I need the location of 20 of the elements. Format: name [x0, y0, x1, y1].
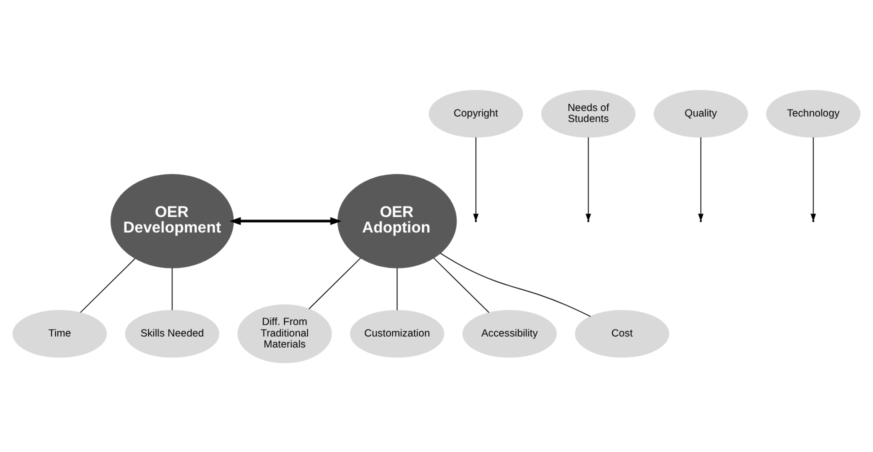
- connector: [440, 252, 591, 316]
- node-ellipse: Diff. From Traditional Materials: [238, 304, 332, 363]
- connector: [308, 257, 362, 309]
- connector: [396, 267, 398, 310]
- connector: [172, 267, 173, 310]
- connector: [80, 258, 136, 312]
- node-ellipse: OER Adoption: [337, 173, 457, 268]
- arrow: [473, 136, 479, 222]
- node-ellipse: Needs of Students: [541, 90, 636, 138]
- node-ellipse: Technology: [766, 90, 860, 138]
- node-ellipse: Customization: [350, 310, 444, 358]
- connector: [433, 257, 490, 313]
- node-ellipse: OER Development: [110, 173, 234, 268]
- node-ellipse: Skills Needed: [125, 310, 220, 358]
- node-ellipse: Time: [12, 310, 107, 358]
- node-ellipse: Accessibility: [462, 310, 557, 358]
- node-ellipse: Cost: [574, 310, 670, 358]
- node-ellipse: Quality: [654, 90, 748, 138]
- arrow: [230, 216, 342, 225]
- node-ellipse: Copyright: [428, 90, 524, 138]
